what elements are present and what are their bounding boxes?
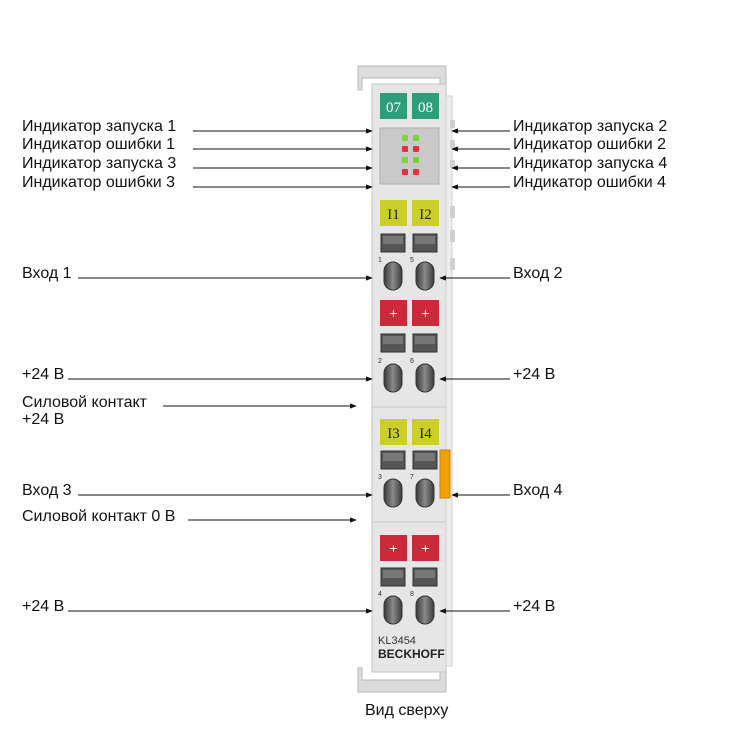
terminal-4 [380,567,406,625]
input-tag-i2-text: I2 [419,207,432,223]
top-clip [357,65,447,91]
channel-badge-07 [380,93,407,119]
led-run-1 [402,135,408,141]
label-run-indicator-4: Индикатор запуска 4 [513,155,668,172]
label-error-indicator-1: Индикатор ошибки 1 [22,136,176,153]
led-run-3 [402,157,408,163]
label-run-indicator-3: Индикатор запуска 3 [22,155,177,172]
plus-sign-4: + [421,540,429,556]
terminal-6 [412,333,438,393]
led-window [379,127,440,185]
caption-top-view: Вид сверху [365,702,449,719]
label-error-indicator-4: Индикатор ошибки 4 [513,174,667,191]
input-tag-i1-text: I1 [387,207,400,223]
input-tag-i3-text: I3 [387,426,400,442]
label-plus24-right-1: +24 В [513,366,556,383]
model-label: KL3454 [378,635,416,647]
led-error-4 [413,169,419,175]
label-error-indicator-2: Индикатор ошибки 2 [513,136,667,153]
label-run-indicator-2: Индикатор запуска 2 [513,118,668,135]
label-power-contact-24v: +24 В [22,411,65,428]
terminal-3 [380,450,406,508]
label-plus24-left-2: +24 В [22,598,65,615]
plus-tag-3 [380,535,407,561]
label-run-indicator-1: Индикатор запуска 1 [22,118,177,135]
led-run-4 [413,157,419,163]
terminal-number-6: 6 [410,358,414,365]
led-error-3 [402,169,408,175]
terminal-2 [380,333,406,393]
led-error-2 [413,146,419,152]
plus-sign-2: + [421,305,429,321]
input-tag-i1 [380,200,407,226]
label-input-4: Вход 4 [513,482,563,499]
channel-number-08: 08 [418,100,433,116]
label-power-contact: Силовой контакт [22,394,147,411]
brand-label: BECKHOFF [378,647,445,661]
label-input-1: Вход 1 [22,265,72,282]
label-power-contact-0v: Силовой контакт 0 В [22,508,176,525]
leader-lines-right [439,128,510,614]
plus-sign-1: + [389,305,397,321]
terminal-number-8: 8 [410,591,414,598]
terminal-7 [412,450,438,508]
label-plus24-left-1: +24 В [22,366,65,383]
plus-sign-3: + [389,540,397,556]
label-input-2: Вход 2 [513,265,563,282]
label-error-indicator-3: Индикатор ошибки 3 [22,174,176,191]
terminal-number-1: 1 [378,257,382,264]
plus-tag-1 [380,300,407,326]
terminal-5 [412,233,438,291]
label-input-3: Вход 3 [22,482,72,499]
terminal-number-2: 2 [378,358,382,365]
leader-lines-left [68,128,373,614]
terminal-8 [412,567,438,625]
led-error-1 [402,146,408,152]
input-tag-i3 [380,419,407,445]
led-run-2 [413,135,419,141]
terminal-number-4: 4 [378,591,382,598]
terminal-number-5: 5 [410,257,414,264]
plus-tag-4 [412,535,439,561]
input-tag-i4-text: I4 [419,426,432,442]
channel-number-07: 07 [386,100,402,116]
orange-tab [439,449,451,499]
channel-badge-08 [412,93,439,119]
input-tag-i4 [412,419,439,445]
terminal-1 [380,233,406,291]
plus-tag-2 [412,300,439,326]
input-tag-i2 [412,200,439,226]
terminal-number-7: 7 [410,474,414,481]
terminal-number-3: 3 [378,474,382,481]
label-plus24-right-2: +24 В [513,598,556,615]
